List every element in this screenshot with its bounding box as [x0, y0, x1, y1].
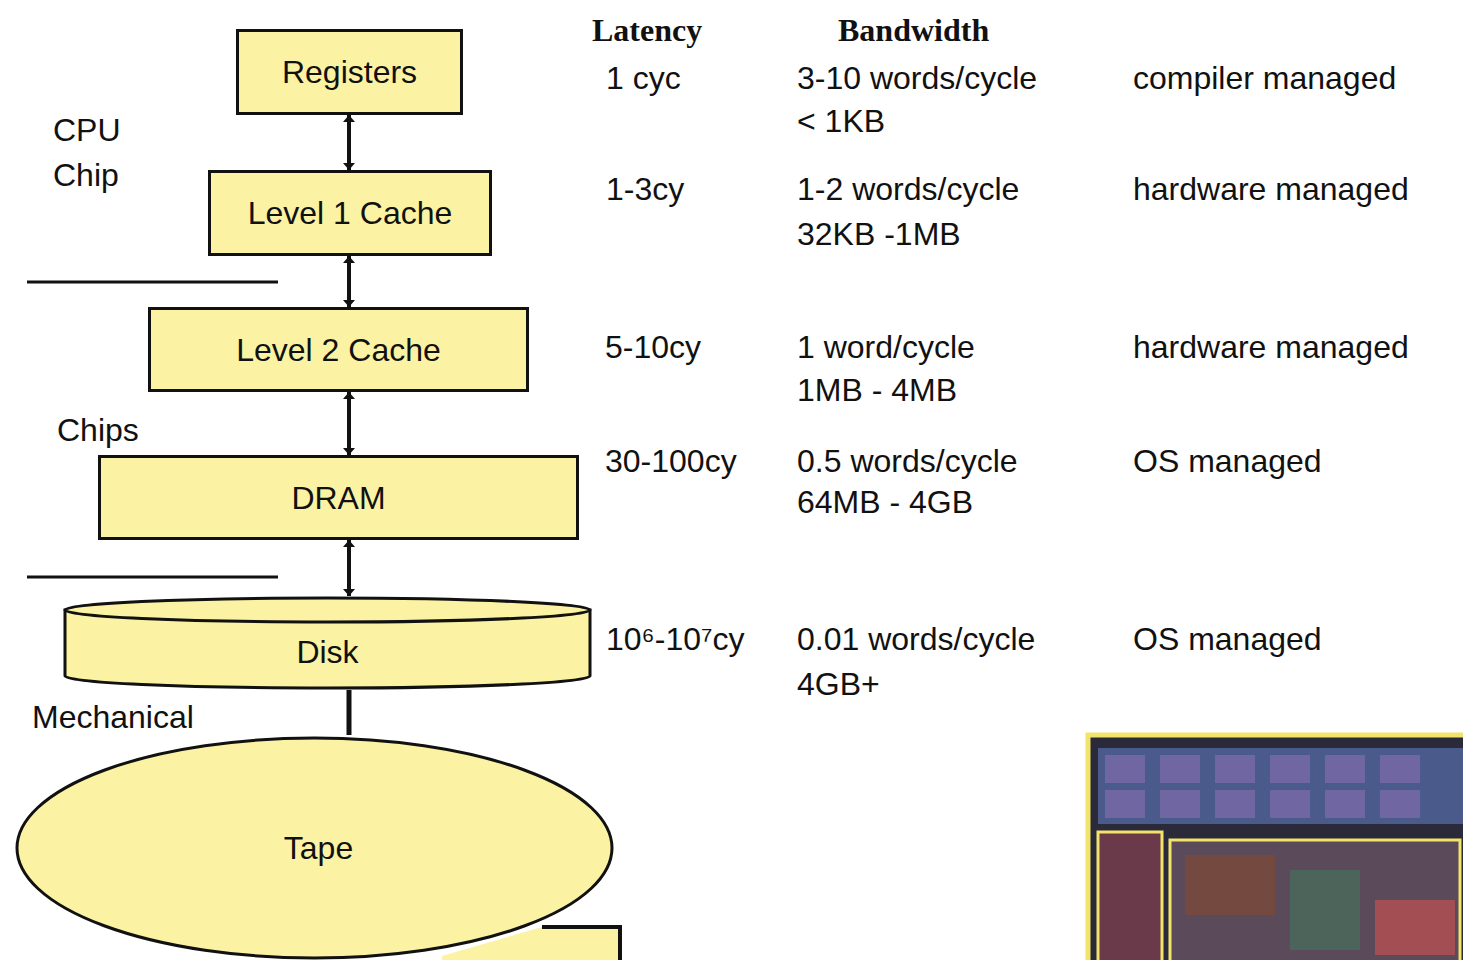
- table-cell: 1-2 words/cycle: [797, 170, 1019, 208]
- column-header: Latency: [592, 11, 702, 49]
- connector-arrow: [347, 256, 351, 307]
- table-cell: 30-100cy: [605, 442, 737, 480]
- node-text: Level 2 Cache: [236, 331, 441, 369]
- node-text: Disk: [296, 633, 358, 671]
- storage-box: Level 1 Cache: [208, 170, 492, 256]
- divider-line: [27, 576, 278, 579]
- table-cell: 1 word/cycle: [797, 328, 975, 366]
- connector-arrow: [347, 690, 352, 735]
- table-cell: 10⁶-10⁷cy: [606, 620, 745, 658]
- table-cell: 3-10 words/cycle: [797, 59, 1037, 97]
- node-text: Level 1 Cache: [248, 194, 453, 232]
- column-header: Bandwidth: [838, 11, 989, 49]
- divider-line: [27, 281, 278, 284]
- table-cell: < 1KB: [797, 102, 885, 140]
- storage-box: Level 2 Cache: [148, 307, 529, 392]
- table-cell: 4GB+: [797, 665, 880, 703]
- tape-shape: Tape: [15, 735, 622, 960]
- table-cell: 1MB - 4MB: [797, 371, 957, 409]
- table-cell: 5-10cy: [605, 328, 701, 366]
- table-cell: 64MB - 4GB: [797, 483, 973, 521]
- region-label: Mechanical: [32, 698, 194, 736]
- storage-box: Registers: [236, 29, 463, 115]
- node-text: Tape: [284, 829, 353, 867]
- table-cell: OS managed: [1133, 620, 1322, 658]
- chip-photo: [1088, 735, 1463, 960]
- connector-arrow: [347, 540, 351, 596]
- node-text: DRAM: [291, 479, 385, 517]
- table-cell: 0.5 words/cycle: [797, 442, 1018, 480]
- connector-arrow: [347, 115, 351, 170]
- table-cell: 1 cyc: [606, 59, 681, 97]
- connector-arrow: [347, 392, 351, 455]
- table-cell: hardware managed: [1133, 170, 1409, 208]
- table-cell: OS managed: [1133, 442, 1322, 480]
- disk-cylinder: Disk: [63, 596, 592, 690]
- table-cell: compiler managed: [1133, 59, 1396, 97]
- node-text: Registers: [282, 53, 417, 91]
- storage-box: DRAM: [98, 455, 579, 540]
- table-cell: 32KB -1MB: [797, 215, 961, 253]
- table-cell: 1-3cy: [606, 170, 684, 208]
- table-cell: hardware managed: [1133, 328, 1409, 366]
- region-label: CPU Chip: [53, 108, 148, 198]
- region-label: Chips: [57, 411, 139, 449]
- table-cell: 0.01 words/cycle: [797, 620, 1035, 658]
